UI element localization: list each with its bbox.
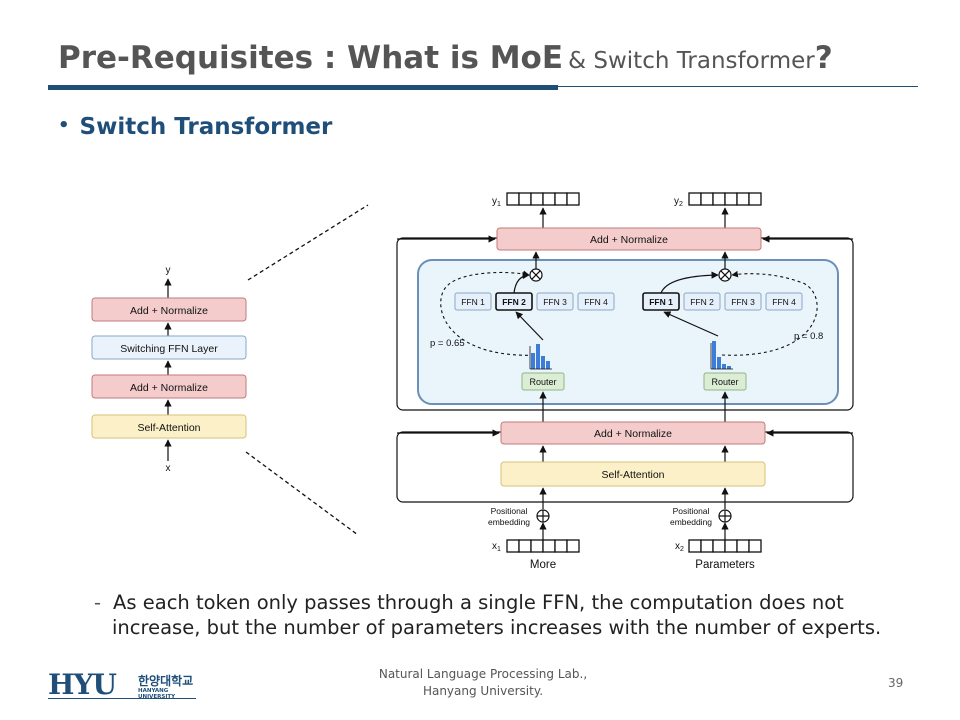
logo-english-text: HANYANG UNIVERSITY [138, 688, 176, 700]
prob-right-label: p = 0.8 [794, 331, 823, 342]
left-output-label: y [166, 265, 171, 276]
svg-text:FFN 2: FFN 2 [502, 297, 526, 307]
footer-line-1: Natural Language Processing Lab., [378, 667, 588, 681]
experts-left: FFN 1 FFN 2 FFN 3 FFN 4 [454, 292, 615, 311]
expert-left-ffn4 [577, 292, 615, 311]
input-x1-vector [506, 539, 580, 553]
output-y2-vector [688, 192, 762, 206]
left-switching-ffn-layer [91, 335, 247, 360]
title-main: Pre-Requisites : What is MoE [58, 40, 564, 76]
switching-ffn-panel [417, 259, 839, 405]
hyu-logo: HYU 한양대학교 HANYANG UNIVERSITY [48, 670, 198, 700]
left-add-normalize-bottom [91, 374, 247, 399]
title-sub: & Switch Transformer [568, 48, 815, 74]
prob-left-label: p = 0.65 [430, 338, 465, 349]
expert-right-ffn2 [683, 292, 721, 311]
bullet-heading: • Switch Transformer [58, 114, 332, 140]
left-self-attention-label: Self-Attention [137, 422, 200, 434]
left-self-attention [91, 414, 247, 439]
token-parameters-label: Parameters [695, 559, 755, 571]
switch-transformer-diagram: y Add + Normalize Switching FFN Layer Ad… [91, 192, 854, 571]
input-x2-label: x2 [675, 541, 684, 553]
svg-text:FFN 3: FFN 3 [543, 297, 567, 307]
right-add-normalize-top [496, 227, 762, 251]
svg-text:FFN 2: FFN 2 [690, 297, 714, 307]
expert-left-ffn1 [454, 292, 492, 311]
router-left [521, 372, 565, 391]
right-self-attention [500, 461, 766, 487]
right-self-attention-label: Self-Attention [601, 469, 664, 481]
left-stack: y Add + Normalize Switching FFN Layer Ad… [91, 265, 247, 474]
token-more-label: More [530, 559, 556, 571]
output-y1-vector [506, 192, 580, 206]
svg-text:FFN 3: FFN 3 [731, 297, 755, 307]
input-x1-label: x1 [492, 541, 501, 553]
right-add-normalize-bottom-label: Add + Normalize [594, 428, 672, 440]
pos-emb-left-line2: embedding [488, 517, 530, 527]
router-left-label: Router [529, 377, 556, 387]
logo-hyu-text: HYU [48, 668, 117, 701]
note-line-2: increase, but the number of parameters i… [112, 616, 882, 639]
router-right [703, 372, 747, 391]
left-add-normalize-top [91, 297, 247, 322]
expert-right-ffn3 [724, 292, 762, 311]
footer-line-2: Hanyang University. [422, 684, 544, 698]
note-dash-icon: - [94, 591, 102, 614]
gate-dashed-right [721, 270, 818, 356]
title-underline-thick [48, 85, 558, 90]
bullet-text: Switch Transformer [79, 114, 333, 140]
logo-korean-text: 한양대학교 [138, 674, 194, 688]
page-number: 39 [888, 676, 904, 690]
left-input-label: x [166, 463, 171, 474]
title-underline-thin [558, 86, 918, 87]
left-switching-ffn-label: Switching FFN Layer [120, 343, 218, 355]
zoom-line-bottom [245, 451, 359, 536]
experts-right: FFN 1 FFN 2 FFN 3 FFN 4 [642, 292, 803, 311]
expert-left-ffn3 [536, 292, 574, 311]
router-histogram-left [531, 344, 550, 369]
footer-lab: Natural Language Processing Lab., Hanyan… [360, 666, 606, 700]
right-add-normalize-bottom [500, 421, 766, 445]
note-line-1: As each token only passes through a sing… [113, 591, 844, 614]
left-add-normalize-top-label: Add + Normalize [130, 305, 208, 317]
right-add-normalize-top-label: Add + Normalize [590, 234, 668, 246]
pos-emb-right-line1: Positional [673, 506, 710, 516]
svg-text:FFN 1: FFN 1 [461, 297, 485, 307]
svg-text:FFN 4: FFN 4 [772, 297, 796, 307]
expert-right-ffn4 [765, 292, 803, 311]
input-x2-vector [688, 539, 762, 553]
router-histogram-right [712, 341, 731, 369]
zoom-line-top [247, 204, 369, 281]
gate-dashed-left [440, 270, 541, 356]
svg-text:FFN 4: FFN 4 [584, 297, 608, 307]
slide-title: Pre-Requisites : What is MoE & Switch Tr… [58, 40, 833, 76]
pos-emb-left-line1: Positional [491, 506, 528, 516]
output-y1-label: y1 [492, 196, 501, 208]
title-question-mark: ? [814, 40, 833, 76]
right-detail: y1 y2 Add + Normalize [396, 192, 854, 571]
left-add-normalize-bottom-label: Add + Normalize [130, 382, 208, 394]
logo-underline [48, 698, 196, 699]
svg-text:FFN 1: FFN 1 [649, 297, 673, 307]
output-y2-label: y2 [674, 196, 683, 208]
bullet-dot-icon: • [58, 115, 70, 136]
router-right-label: Router [711, 377, 738, 387]
explanation-note: -As each token only passes through a sin… [94, 590, 914, 640]
pos-emb-right-line2: embedding [670, 517, 712, 527]
